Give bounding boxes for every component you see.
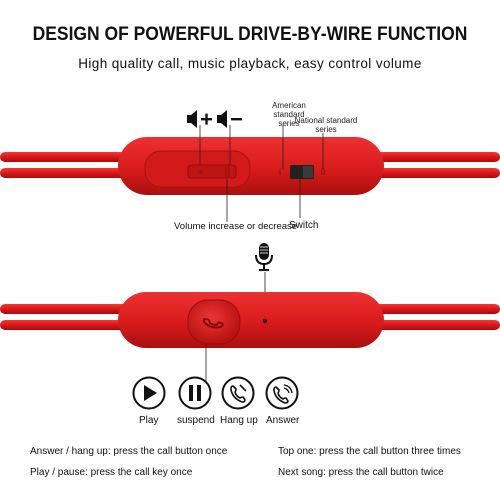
- instruction-previous-song: Top one: press the call button three tim…: [278, 446, 461, 457]
- microphone-icon: [255, 243, 273, 271]
- top-remote-illustration: + I II: [0, 125, 500, 222]
- suspend-label: suspend: [177, 415, 215, 426]
- page-subtitle: High quality call, music playback, easy …: [78, 56, 422, 71]
- volume-label: Volume increase or decrease: [174, 221, 298, 232]
- switch-label: Switch: [289, 220, 319, 231]
- microphone-hole: [262, 318, 268, 324]
- national-marker: II: [320, 167, 325, 177]
- american-marker: I: [279, 167, 282, 177]
- pause-icon: [178, 376, 212, 410]
- national-standard-label: National standard series: [294, 116, 358, 134]
- remote-body-bottom: [118, 292, 384, 348]
- svg-text:+: +: [198, 167, 203, 177]
- hangup-icon: [221, 376, 255, 410]
- instruction-answer-hangup: Answer / hang up: press the call button …: [30, 446, 228, 457]
- hangup-label: Hang up: [220, 415, 258, 426]
- american-standard-label: American standard series: [272, 101, 306, 128]
- page-title: DESIGN OF POWERFUL DRIVE-BY-WIRE FUNCTIO…: [32, 24, 468, 45]
- answer-icon: [265, 376, 299, 410]
- volume-slider[interactable]: [187, 164, 237, 179]
- volume-down-icon: [217, 110, 242, 128]
- play-icon: [132, 376, 166, 410]
- call-button[interactable]: [187, 299, 241, 345]
- answer-label: Answer: [266, 415, 300, 426]
- phone-icon: [202, 317, 224, 329]
- instruction-next-song: Next song: press the call button twice: [278, 467, 444, 478]
- play-label: Play: [139, 415, 159, 426]
- bottom-remote-illustration: [0, 272, 500, 388]
- volume-up-icon: [187, 110, 212, 128]
- instruction-play-pause: Play / pause: press the call key once: [30, 467, 193, 478]
